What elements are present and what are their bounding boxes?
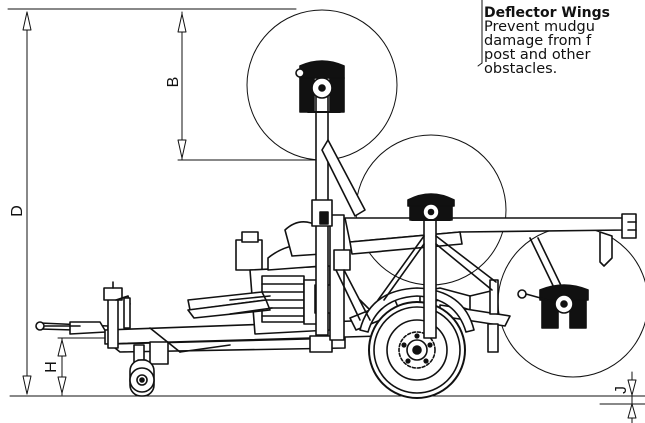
jockey-wheel xyxy=(129,359,155,397)
mast xyxy=(311,84,371,341)
deflector-wings-callout: Deflector Wings Prevent mudgu damage fro… xyxy=(484,6,645,76)
callout-title: Deflector Wings xyxy=(484,6,610,21)
dim-label-b: B xyxy=(165,77,182,88)
dimension-b xyxy=(177,11,323,161)
boom-arm xyxy=(344,213,637,301)
dim-label-d: D xyxy=(9,205,26,217)
dim-label-j: J xyxy=(613,386,630,394)
reel-hub-right xyxy=(517,284,589,329)
dim-label-h: H xyxy=(43,361,60,373)
callout-leader xyxy=(477,0,483,67)
dimension-j xyxy=(599,371,645,423)
dimension-h xyxy=(57,337,116,396)
reel-hub-middle xyxy=(407,193,455,221)
reel-hub-top xyxy=(295,60,345,113)
callout-line: damage from f xyxy=(484,33,592,49)
dimension-d xyxy=(7,8,297,395)
callout-line: post and other xyxy=(484,47,591,63)
engine-block xyxy=(187,221,334,335)
middle-hub-support xyxy=(377,219,497,339)
callout-line: Prevent mudgu xyxy=(484,19,595,35)
main-wheel xyxy=(359,287,475,399)
callout-line: obstacles. xyxy=(484,61,558,76)
